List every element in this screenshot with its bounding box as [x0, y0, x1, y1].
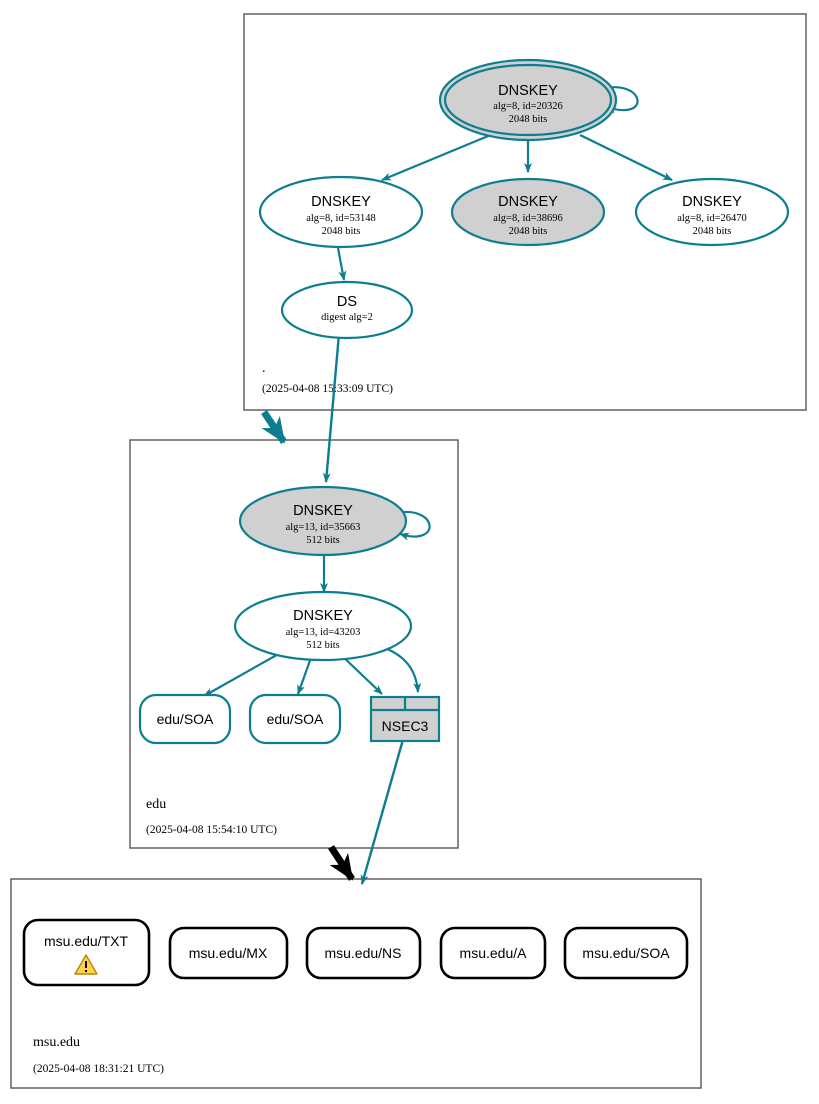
node-bits: 512 bits — [306, 535, 340, 546]
node-title: DS — [337, 294, 357, 310]
zone-timestamp-root: (2025-04-08 15:33:09 UTC) — [262, 383, 393, 395]
node-alg: alg=13, id=43203 — [286, 627, 361, 638]
zone-timestamp-msu: (2025-04-08 18:31:21 UTC) — [33, 1063, 164, 1075]
node-title: DNSKEY — [498, 83, 558, 99]
rrset-label: edu/SOA — [157, 711, 214, 727]
node-msu-ns[interactable]: msu.edu/NS — [305, 926, 422, 980]
edge-edu-zsk-to-soa-1 — [203, 651, 283, 697]
node-msu-txt[interactable]: msu.edu/TXT — [22, 918, 151, 987]
edge-delegation-edu-to-msu — [328, 845, 355, 881]
warning-triangle-icon — [74, 954, 98, 975]
node-msu-soa[interactable]: msu.edu/SOA — [563, 926, 689, 980]
edge-edu-ksk-self — [395, 510, 431, 541]
node-edu-soa-1[interactable]: edu/SOA — [138, 693, 232, 745]
edge-nsec3-to-msu — [360, 735, 406, 885]
node-alg: alg=13, id=35663 — [286, 522, 361, 533]
node-root-zsk-26470[interactable]: DNSKEY alg=8, id=26470 2048 bits — [634, 177, 790, 247]
zone-label-msu: msu.edu — [33, 1035, 80, 1050]
rrset-label: edu/SOA — [267, 711, 324, 727]
nsec3-label: NSEC3 — [382, 718, 429, 734]
edge-edu-zsk-to-nsec3-a — [339, 653, 383, 695]
node-bits: 2048 bits — [509, 226, 548, 237]
node-root-ds[interactable]: DS digest alg=2 — [280, 280, 414, 340]
node-msu-mx[interactable]: msu.edu/MX — [168, 926, 289, 980]
node-bits: 2048 bits — [693, 226, 732, 237]
node-title: DNSKEY — [311, 194, 371, 210]
edge-delegation-root-to-edu — [261, 410, 287, 444]
edge-root-ksk-to-26470 — [579, 134, 673, 181]
node-root-zsk-53148[interactable]: DNSKEY alg=8, id=53148 2048 bits — [258, 175, 424, 249]
node-title: DNSKEY — [682, 194, 742, 210]
rrset-label: msu.edu/SOA — [582, 945, 670, 961]
node-alg: alg=8, id=38696 — [493, 213, 563, 224]
node-bits: 2048 bits — [509, 114, 548, 125]
node-edu-zsk[interactable]: DNSKEY alg=13, id=43203 512 bits — [233, 590, 413, 662]
edge-root-ksk-to-53148 — [381, 132, 494, 182]
node-title: DNSKEY — [293, 503, 353, 519]
edge-root-53148-to-ds — [336, 247, 347, 281]
node-root-zsk-38696[interactable]: DNSKEY alg=8, id=38696 2048 bits — [450, 177, 606, 247]
node-edu-ksk[interactable]: DNSKEY alg=13, id=35663 512 bits — [238, 485, 408, 557]
node-alg: alg=8, id=20326 — [493, 101, 563, 112]
node-edu-soa-2[interactable]: edu/SOA — [248, 693, 342, 745]
node-root-ksk[interactable]: DNSKEY alg=8, id=20326 2048 bits — [438, 58, 618, 142]
node-alg: alg=8, id=53148 — [306, 213, 376, 224]
node-bits: 2048 bits — [322, 226, 361, 237]
node-edu-nsec3[interactable]: NSEC3 — [369, 695, 441, 743]
node-title: DNSKEY — [498, 194, 558, 210]
node-msu-a[interactable]: msu.edu/A — [439, 926, 547, 980]
node-alg: alg=8, id=26470 — [677, 213, 747, 224]
zone-label-root: . — [262, 361, 266, 376]
zone-timestamp-edu: (2025-04-08 15:54:10 UTC) — [146, 824, 277, 836]
rrset-label: msu.edu/MX — [189, 945, 268, 961]
rrset-label: msu.edu/TXT — [44, 933, 128, 949]
node-title: DNSKEY — [293, 608, 353, 624]
edge-edu-zsk-to-soa-2 — [296, 654, 314, 695]
edge-root-ksk-self — [600, 86, 639, 114]
node-bits: 512 bits — [306, 640, 340, 651]
zone-label-edu: edu — [146, 797, 166, 812]
edge-ds-to-edu-ksk — [322, 333, 341, 483]
rrset-label: msu.edu/A — [460, 945, 528, 961]
node-alg: digest alg=2 — [321, 312, 373, 323]
rrset-label: msu.edu/NS — [324, 945, 401, 961]
